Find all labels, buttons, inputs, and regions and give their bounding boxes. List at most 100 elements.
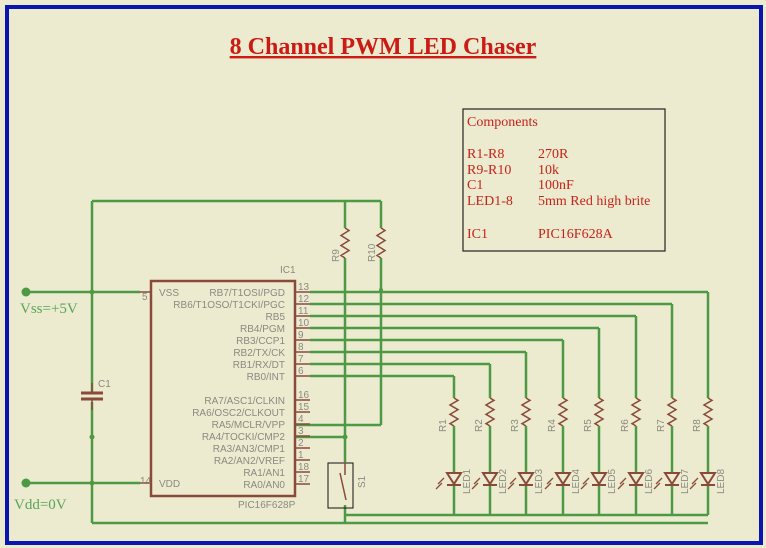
- ic-pin-num: 11: [298, 306, 309, 317]
- components-heading: Components: [467, 115, 538, 130]
- resistor-r9: [339, 227, 351, 259]
- component-value: 270R: [538, 147, 569, 162]
- component-ref: LED1-8: [467, 194, 513, 209]
- ic-ref: IC1: [280, 265, 296, 276]
- resistor-label: R5: [583, 419, 594, 432]
- ic-pin-num: 17: [298, 474, 310, 485]
- led-label: LED8: [716, 469, 727, 494]
- vdd-terminal: [21, 478, 31, 488]
- ic-pin-num: 1: [298, 450, 304, 461]
- ic-pin-num: 4: [298, 414, 304, 425]
- led-5: [580, 472, 608, 490]
- resistor-label: R8: [692, 419, 703, 432]
- ic-pin-name: RB1/RX/DT: [233, 360, 285, 371]
- component-value: 10k: [538, 163, 559, 178]
- ic-pin-name: RA5/MCLR/VPP: [212, 420, 286, 431]
- vss-label: Vss=+5V: [20, 301, 78, 317]
- component-value: 5mm Red high brite: [538, 194, 650, 209]
- resistor-label: R9: [331, 249, 342, 262]
- resistor-label: R6: [620, 419, 631, 432]
- capacitor-label: C1: [98, 379, 111, 390]
- resistor-r3: [520, 397, 532, 427]
- component-ref: IC1: [467, 227, 488, 242]
- pullup-resistors: [339, 227, 387, 259]
- led-4: [544, 472, 572, 490]
- ic-pin-name: RB4/PGM: [240, 324, 285, 335]
- light-arrows-icon: [617, 477, 627, 490]
- ic-pin-name: RA4/TOCKI/CMP2: [202, 432, 286, 443]
- ic-pin-num: 13: [298, 282, 310, 293]
- ic-pin: RA1/AN1 18: [243, 462, 310, 479]
- ic1-chip: [140, 279, 297, 498]
- led-8: [689, 472, 717, 490]
- switch-s1[interactable]: [327, 462, 354, 509]
- ic-part: PIC16F628P: [238, 500, 296, 511]
- ic-right-pins: RB7/T1OSI/PGD13RB6/T1OSO/T1CKI/PGC12RB51…: [173, 282, 310, 491]
- resistor-r1: [448, 397, 460, 427]
- ic-pin-num: 8: [298, 342, 304, 353]
- led-label: LED4: [571, 469, 582, 494]
- resistor-r5: [593, 397, 605, 427]
- ic-pin-name: RB5: [266, 312, 286, 323]
- ic-pin-name: RA3/AN3/CMP1: [213, 444, 286, 455]
- led-2: [471, 472, 499, 490]
- resistor-label: R3: [510, 419, 521, 432]
- resistor-r10: [375, 227, 387, 259]
- ic-pin: RA7/ASC1/CLKIN 16: [204, 390, 310, 407]
- led-label: LED6: [644, 469, 655, 494]
- ic-pin-num: 6: [298, 366, 304, 377]
- ic-pin-num: 16: [298, 390, 310, 401]
- ic-pin-name: RA0/AN0: [243, 480, 285, 491]
- ic-pin-num: 9: [298, 330, 304, 341]
- resistor-label: R1: [438, 419, 449, 432]
- ic-pin-name: RB7/T1OSI/PGD: [209, 288, 285, 299]
- resistor-r8: [702, 397, 714, 427]
- component-ref: C1: [467, 178, 483, 193]
- resistor-label: R10: [367, 243, 378, 262]
- led-label: LED1: [462, 469, 473, 494]
- ic-pin-num: 5: [142, 292, 148, 303]
- ic-pin-num: 2: [298, 438, 304, 449]
- light-arrows-icon: [507, 477, 517, 490]
- ic-pin: RB2/TX/CK 8: [233, 342, 310, 359]
- resistor-label: R2: [474, 419, 485, 432]
- component-value: 100nF: [538, 178, 574, 193]
- ic-pin: RB0/INT 6: [247, 366, 310, 383]
- resistor-r6: [630, 397, 642, 427]
- vdd-label: Vdd=0V: [14, 497, 67, 513]
- ic-pin-name: RB2/TX/CK: [233, 348, 285, 359]
- schematic-title: 8 Channel PWM LED Chaser: [230, 34, 537, 60]
- resistor-r4: [557, 397, 569, 427]
- resistor-r7: [666, 397, 678, 427]
- ic-pin: RA3/AN3/CMP1 2: [213, 438, 310, 455]
- ic-pin-name: RB0/INT: [247, 372, 285, 383]
- ic-pin-vdd: VDD: [159, 479, 180, 490]
- ic-pin-name: RA7/ASC1/CLKIN: [204, 396, 285, 407]
- led-channels: R1LED1R2LED2R3LED3R4LED4R5LED5R6LED6R7LE…: [310, 290, 727, 515]
- led-3: [507, 472, 535, 490]
- ic-pin-name: RA1/AN1: [243, 468, 285, 479]
- ic-pin-num: 18: [298, 462, 310, 473]
- ic-pin: RB1/RX/DT7: [233, 354, 310, 371]
- ic-pin-name: RA6/OSC2/CLKOUT: [192, 408, 285, 419]
- component-ref: R1-R8: [467, 147, 504, 162]
- light-arrows-icon: [653, 477, 663, 490]
- component-ref: R9-R10: [467, 163, 511, 178]
- resistor-label: R7: [656, 419, 667, 432]
- ic-pin: RB7/T1OSI/PGD 13: [209, 282, 310, 299]
- led-6: [617, 472, 645, 490]
- led-label: LED5: [607, 469, 618, 494]
